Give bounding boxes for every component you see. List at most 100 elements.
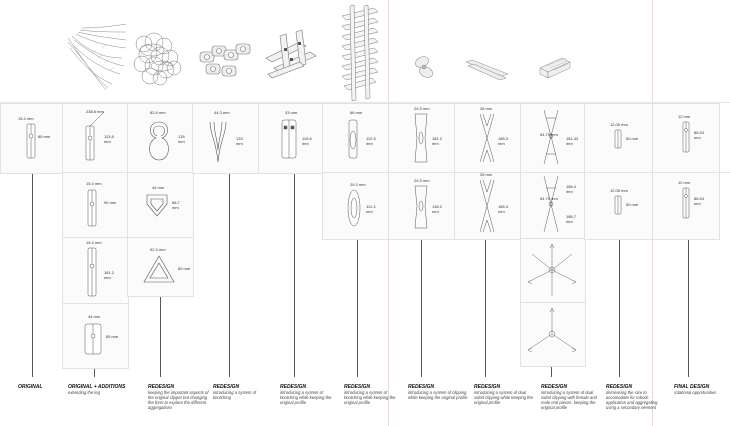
caption-title: REDESIGN	[474, 384, 501, 390]
caption-desc: introducing a system of knotching while …	[280, 390, 332, 405]
knot-chain-render	[199, 43, 251, 77]
clip-pair-render	[415, 56, 433, 78]
caption-original: ORIGINAL	[18, 385, 80, 390]
caption-title: REDESIGN	[541, 384, 568, 390]
caption-title: ORIGINAL + ADDITIONS	[68, 384, 126, 390]
dim-width: 15.4 mm	[86, 240, 102, 245]
dim-height: 119.6 mm	[302, 136, 312, 146]
caption-desc: introducing a system of knotching while …	[344, 390, 396, 405]
knot-frame-render	[265, 29, 317, 79]
cell-redesign3	[192, 103, 260, 174]
caption-desc: extending the leg	[68, 390, 100, 395]
column-line	[688, 238, 689, 377]
dim-height: 85 mm	[106, 334, 119, 339]
caption-title: REDESIGN	[213, 384, 240, 390]
dim-height: 186.3 mm	[498, 204, 509, 214]
caption-title: REDESIGN	[408, 384, 435, 390]
male-female-clip-drawing	[543, 175, 559, 233]
clip-drawing	[87, 189, 97, 227]
caption-desc: introducing a system of dual sided clipp…	[474, 390, 533, 405]
triangle-clip-drawing	[143, 255, 175, 283]
dim-width: 54.79 mm	[540, 196, 558, 201]
caption-redesign-3: REDESIGN introducing a system of knotchi…	[280, 385, 342, 406]
final-clip-drawing	[682, 121, 690, 153]
dim-width: 15.4 mm	[18, 116, 34, 121]
dim-width: 12.05 mm	[610, 188, 628, 193]
dim-width: 15.4 mm	[86, 181, 102, 186]
cell-redesign7-1	[454, 103, 522, 174]
cell-redesign8-1	[520, 103, 586, 174]
dim-height: 146.2 mm	[432, 204, 443, 214]
dim-width: 33 mm	[285, 110, 298, 115]
knotch-clip-drawing	[209, 121, 227, 163]
dim-height: 111.3 mm	[366, 204, 376, 214]
dim-height: 186.7 mm	[566, 214, 577, 224]
dim-width: 28 mm	[480, 106, 493, 111]
caption-redesign-8: REDESIGN decreasing the size to accomoda…	[606, 385, 668, 411]
dim-height: 113.8 mm	[104, 134, 114, 144]
dim-height: 181.2 mm	[432, 136, 443, 146]
dim-width: 44 mm	[152, 185, 165, 190]
dim-width: 12 mm	[678, 114, 691, 119]
row-divider	[0, 102, 730, 103]
clip-wide-drawing	[84, 323, 102, 355]
small-clip-drawing	[614, 195, 622, 215]
knotch-oval-drawing	[348, 119, 358, 159]
dim-width: 44.3 mm	[214, 110, 230, 115]
cell-redesign2-3	[127, 237, 194, 297]
dim-height: 68.7 mm	[172, 200, 180, 210]
final-clip-drawing	[682, 187, 690, 219]
cell-redesign8-3	[520, 238, 586, 304]
dim-height: 112.5 mm	[366, 136, 376, 146]
cell-redesign4	[258, 103, 324, 174]
dual-clip-block-render	[539, 57, 571, 79]
dim-width: 28 mm	[480, 172, 493, 177]
dim-height: 50 mm	[626, 136, 639, 141]
caption-title: REDESIGN	[344, 384, 371, 390]
caption-desc: introducing a system of dual sided clipp…	[541, 390, 597, 410]
column-line	[551, 365, 552, 377]
caption-title: FINAL DESIGN	[674, 384, 710, 390]
dim-width: 29.3 mm	[414, 178, 430, 183]
dim-width: 12.05 mm	[610, 122, 628, 127]
dim-width: 54.79 mm	[540, 132, 558, 137]
caption-title: ORIGINAL	[18, 384, 43, 390]
dim-width: 238.6 mm	[86, 109, 104, 114]
caption-desc: decreasing the size to accomodate for ro…	[606, 390, 658, 410]
dim-height: 186.4 mm	[566, 184, 577, 194]
knotch-oval-drawing	[347, 189, 361, 227]
column-line	[32, 172, 33, 377]
dim-height: 85 mm	[38, 134, 51, 139]
dim-height: 181.43 mm	[566, 136, 579, 146]
cell-redesign2-2	[127, 172, 194, 239]
dual-clipping-drawing	[479, 179, 495, 233]
caption-redesign-5: REDESIGN introducing a system of clippin…	[408, 384, 470, 401]
column-line	[421, 238, 422, 377]
dim-width: 92.3 mm	[150, 247, 166, 252]
dim-height: 80 mm	[178, 266, 191, 271]
caption-redesign-6: REDESIGN introducing a system of dual si…	[474, 384, 536, 406]
column-line	[94, 367, 95, 377]
figure-eight-drawing	[149, 121, 169, 161]
clip-original-drawing	[26, 123, 36, 159]
caption-redesign-1: REDESIGN keeping the important aspects o…	[148, 384, 210, 411]
dim-height: 86.63 mm	[694, 196, 705, 206]
dim-width: 82.6 mm	[150, 110, 166, 115]
caption-desc: keeping the important aspects of the ori…	[148, 390, 209, 410]
column-line	[619, 238, 620, 377]
caption-title: REDESIGN	[148, 384, 175, 390]
clip-extended-leg-drawing	[85, 111, 105, 161]
dual-clip-render	[465, 59, 509, 81]
column-line	[294, 172, 295, 377]
clip-long-drawing	[87, 247, 97, 297]
tri-aggregation-drawing	[527, 307, 577, 353]
dim-height: 181.2 mm	[104, 270, 115, 280]
dim-width: 29.3 mm	[414, 106, 430, 111]
caption-final-design: FINAL DESIGN rotational opportunities	[674, 384, 728, 396]
cell-redesign7-2	[454, 172, 522, 240]
dim-height: 90 mm	[104, 200, 117, 205]
caption-desc: introducing a system of clipping while k…	[408, 390, 468, 400]
clipping-drawing	[414, 113, 428, 163]
dim-height: 135 mm	[178, 134, 185, 144]
